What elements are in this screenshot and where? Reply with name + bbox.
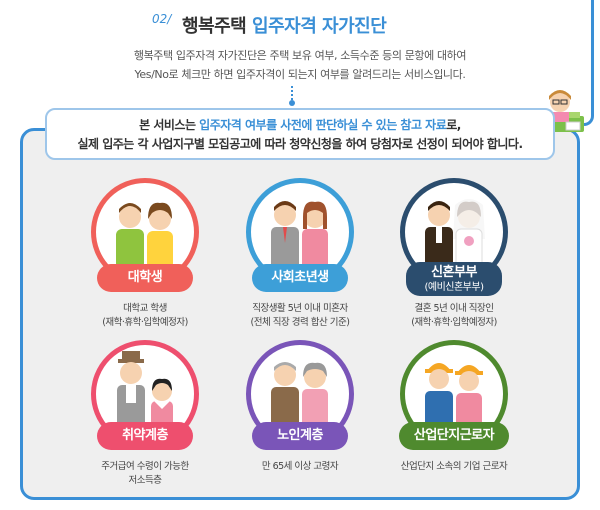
desc-line: 저소득층 bbox=[128, 475, 162, 486]
newlywed-description: 결혼 5년 이내 직장인 (재학·휴학·입학예정자) bbox=[384, 302, 524, 330]
notice-pre: 본 서비스는 bbox=[139, 118, 200, 132]
notice-highlight: 입주자격 여부를 사전에 판단하실 수 있는 참고 자료 bbox=[199, 118, 447, 132]
dotted-connector bbox=[291, 86, 293, 100]
desc-line: (재학·휴학·입학예정자) bbox=[411, 317, 497, 328]
desc-line: 만 65세 이상 고령자 bbox=[261, 461, 339, 472]
frame-line bbox=[584, 0, 594, 126]
notice-box: 본 서비스는 입주자격 여부를 사전에 판단하실 수 있는 참고 자료로, 실제… bbox=[45, 108, 555, 160]
intro-line-1: 행복주택 입주자격 자가진단은 주택 보유 여부, 소득수준 등의 문항에 대하… bbox=[133, 49, 467, 62]
desc-line: (전체 직장 경력 합산 기준) bbox=[250, 317, 350, 328]
elderly-description: 만 65세 이상 고령자 bbox=[230, 460, 370, 474]
step-number: 02/ bbox=[152, 12, 172, 26]
desc-line: 대학교 학생 bbox=[123, 303, 167, 314]
category-badge-young-worker: 사회초년생 bbox=[252, 264, 348, 292]
young-worker-description: 직장생활 5년 이내 미혼자 (전체 직장 경력 합산 기준) bbox=[230, 302, 370, 330]
young-worker-illustration bbox=[246, 178, 354, 286]
page-title: 행복주택 입주자격 자가진단 bbox=[182, 12, 387, 38]
desc-line: 직장생활 5년 이내 미혼자 bbox=[252, 303, 348, 314]
category-badge-industrial-worker: 산업단지근로자 bbox=[399, 422, 509, 450]
notice-line-1: 본 서비스는 입주자격 여부를 사전에 판단하실 수 있는 참고 자료로, bbox=[47, 116, 553, 135]
title-highlight: 입주자격 자가진단 bbox=[252, 16, 387, 37]
desc-line: 주거급여 수령이 가능한 bbox=[101, 461, 189, 472]
intro-text: 행복주택 입주자격 자가진단은 주택 보유 여부, 소득수준 등의 문항에 대하… bbox=[0, 46, 600, 84]
title-plain: 행복주택 bbox=[182, 16, 253, 37]
notice-line-2: 실제 입주는 각 사업지구별 모집공고에 따라 청약신청을 하여 당첨자로 선정… bbox=[77, 137, 523, 151]
desc-line: 산업단지 소속의 기업 근로자 bbox=[400, 461, 508, 472]
student-description: 대학교 학생 (재학·휴학·입학예정자) bbox=[75, 302, 215, 330]
desc-line: 결혼 5년 이내 직장인 bbox=[414, 303, 494, 314]
vulnerable-description: 주거급여 수령이 가능한 저소득층 bbox=[75, 460, 215, 488]
connector-dot bbox=[289, 100, 295, 106]
category-badge-vulnerable: 취약계층 bbox=[97, 422, 193, 450]
intro-line-2: Yes/No로 체크만 하면 입주자격이 되는지 여부를 알려드리는 서비스입니… bbox=[134, 68, 466, 81]
category-badge-newlywed: 신혼부부 (예비신혼부부) bbox=[406, 262, 502, 296]
notice-post: 로, bbox=[446, 118, 461, 132]
badge-label: 신혼부부 bbox=[431, 265, 477, 280]
industrial-worker-description: 산업단지 소속의 기업 근로자 bbox=[384, 460, 524, 474]
desc-line: (재학·휴학·입학예정자) bbox=[102, 317, 188, 328]
badge-sublabel: (예비신혼부부) bbox=[424, 282, 484, 293]
category-badge-student: 대학생 bbox=[97, 264, 193, 292]
category-badge-elderly: 노인계층 bbox=[252, 422, 348, 450]
